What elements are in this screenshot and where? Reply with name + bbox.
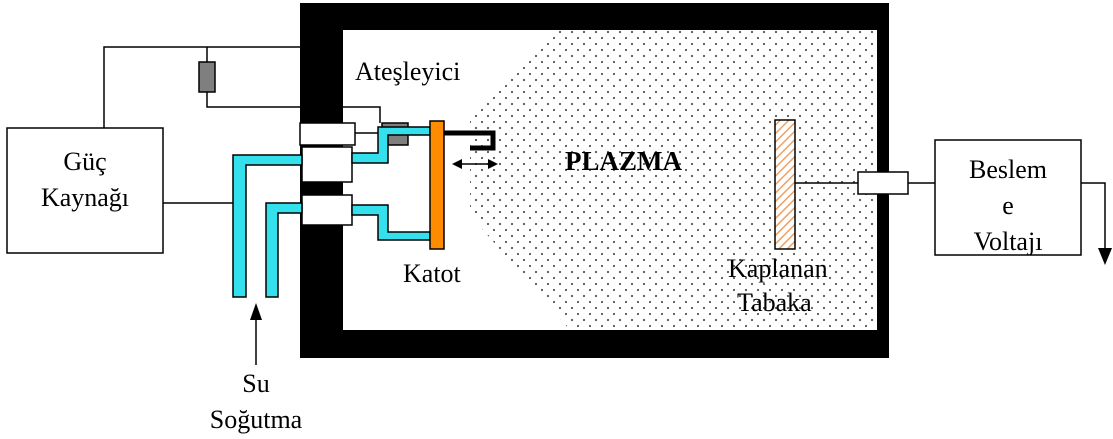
substrate-label-line2: Tabaka bbox=[737, 288, 812, 317]
cooling-feedthrough-lower bbox=[301, 194, 353, 226]
bias-supply-label-line2: e bbox=[1002, 191, 1014, 220]
water-cooling-label-line2: Soğutma bbox=[210, 405, 303, 434]
substrate-label-line1: Kaplanan bbox=[728, 254, 828, 283]
power-supply-label-line2: Kaynağı bbox=[41, 183, 129, 212]
cooling-feedthrough-upper bbox=[301, 146, 353, 183]
water-cooling-label-line1: Su bbox=[242, 369, 269, 398]
water-inlet-arrow-icon bbox=[250, 303, 262, 365]
igniter-label: Ateşleyici bbox=[355, 57, 460, 86]
feedthroughs bbox=[299, 122, 909, 226]
substrate bbox=[774, 119, 796, 250]
substrate-feedthrough bbox=[857, 171, 909, 195]
igniter-rod bbox=[408, 130, 496, 151]
power-supply-label-line1: Güç bbox=[63, 147, 106, 176]
plasma-label: PLAZMA bbox=[565, 146, 682, 176]
resistor-icon bbox=[198, 61, 216, 93]
bias-supply-label-line3: Voltajı bbox=[974, 227, 1043, 256]
cathode bbox=[429, 120, 445, 250]
power-supply-box bbox=[6, 127, 164, 254]
plasma-region bbox=[470, 30, 877, 330]
bias-supply-box bbox=[934, 139, 1082, 256]
double-arrow-icon bbox=[452, 159, 498, 169]
cathode-label: Katot bbox=[403, 259, 462, 288]
bias-supply-label-line1: Beslem bbox=[969, 155, 1047, 184]
ground-arrow-icon bbox=[1098, 248, 1112, 265]
igniter-feedthrough bbox=[299, 122, 356, 146]
